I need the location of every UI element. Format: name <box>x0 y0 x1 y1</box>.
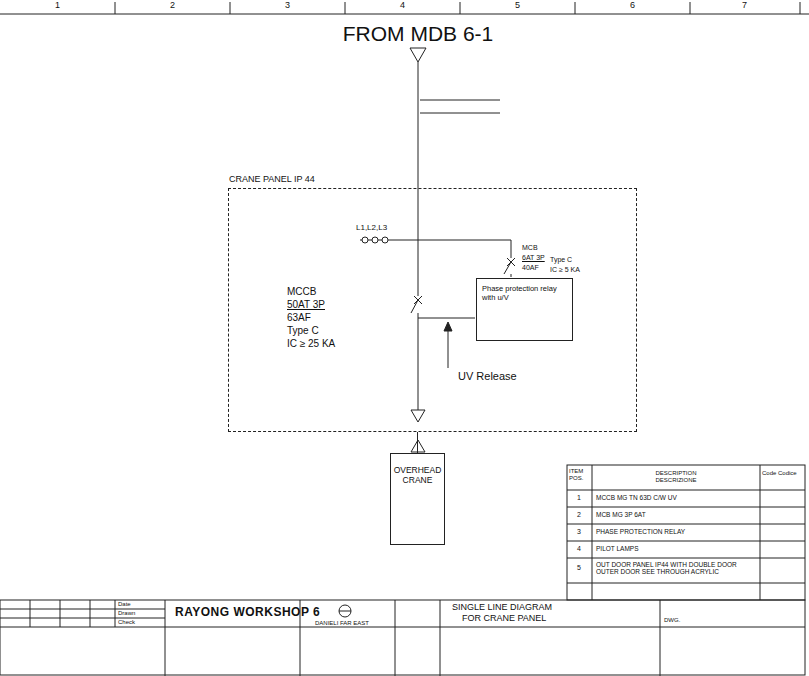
label-text: 2 <box>577 511 581 519</box>
node-text: Phase protection relay with u/V <box>482 285 567 302</box>
label-text: 6 <box>630 1 635 11</box>
label-text: Date <box>118 601 131 608</box>
crane-box: OVERHEAD CRANE <box>390 453 445 545</box>
label-text: OUT DOOR PANEL IP44 WITH DOUBLE DOOR OUT… <box>596 561 756 575</box>
label-text: IC ≥ 5 KA <box>550 266 580 274</box>
relay-box: Phase protection relay with u/V <box>476 278 573 341</box>
label-text: DANIELI FAR EAST <box>315 620 369 627</box>
label-text: 63AF <box>287 312 311 323</box>
label-text: Code Codice <box>762 470 802 477</box>
label-text: 5 <box>515 1 520 11</box>
label-text: L1,L2,L3 <box>356 224 387 233</box>
label-text: MCCB <box>287 286 316 297</box>
label-text: ITEM POS. <box>569 468 591 481</box>
label-text: Drawn <box>118 610 135 617</box>
label-text: DWG. <box>664 617 680 624</box>
label-text: Type C <box>550 256 572 264</box>
label-text: 50AT 3P <box>287 299 325 310</box>
node-text: OVERHEAD CRANE <box>393 466 442 486</box>
label-text: MCB <box>522 244 538 252</box>
label-text: PHASE PROTECTION RELAY <box>596 528 685 535</box>
label-text: DESCRIPTION DESCRIZIONE <box>636 470 716 483</box>
label-text: FROM MDB 6-1 <box>343 22 494 45</box>
label-text: 4 <box>577 545 581 553</box>
label-text: FOR CRANE PANEL <box>462 614 546 624</box>
label-text: 4 <box>400 1 405 11</box>
label-text: Check <box>118 619 135 626</box>
label-text: 40AF <box>522 264 539 272</box>
label-text: MCCB MG TN 63D C/W UV <box>596 494 677 501</box>
label-text: IC ≥ 25 KA <box>287 338 335 349</box>
label-text: 6AT 3P <box>522 254 545 262</box>
label-text: SINGLE LINE DIAGRAM <box>452 603 552 613</box>
label-text: 3 <box>285 1 290 11</box>
label-text: 5 <box>577 564 581 572</box>
panel-enclosure: CRANE PANEL IP 44Phase protection relay … <box>228 188 637 432</box>
label-text: UV Release <box>458 370 517 382</box>
label-text: 3 <box>577 528 581 536</box>
node-text: CRANE PANEL IP 44 <box>229 174 315 184</box>
feeder-line <box>417 432 418 453</box>
label-text: 1 <box>55 1 60 11</box>
label-text: MCB MG 3P 6AT <box>596 511 646 518</box>
label-text: 7 <box>742 1 747 11</box>
label-text: RAYONG WORKSHOP 6 <box>175 606 320 619</box>
label-text: PILOT LAMPS <box>596 545 639 552</box>
label-text: Type C <box>287 325 319 336</box>
label-text: 1 <box>577 494 581 502</box>
label-text: 2 <box>170 1 175 11</box>
